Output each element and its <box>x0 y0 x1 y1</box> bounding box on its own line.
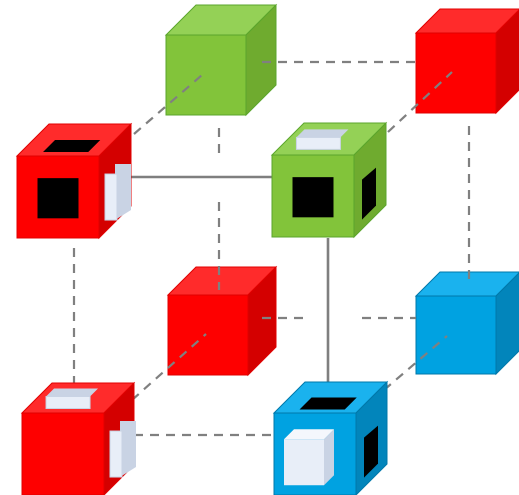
right-hole <box>362 167 376 220</box>
right-plug-shade <box>115 164 131 221</box>
front-hole <box>37 178 79 219</box>
cube-back-top-right <box>414 8 519 115</box>
cube-front-face <box>167 294 249 376</box>
cube-front-face <box>21 412 105 495</box>
right-plug <box>104 173 118 221</box>
right-plug <box>109 430 123 478</box>
cube-front-face <box>165 34 247 116</box>
cube-front-top-left <box>15 122 133 240</box>
cube-front-top-right <box>270 121 388 239</box>
cube-back-top-left <box>164 3 278 117</box>
cube-front-face <box>415 32 497 114</box>
cube-front-bottom-left <box>20 381 136 495</box>
dashed-connector-front-bottom-left-to-back-bottom-left <box>131 333 207 401</box>
front-plug <box>284 439 324 486</box>
cube-front-face <box>415 295 497 375</box>
cube-back-bottom-left <box>166 265 278 377</box>
top-plug-shade <box>296 129 349 138</box>
top-plug <box>45 396 91 409</box>
cube-front-bottom-right <box>272 380 389 495</box>
right-plug-shade <box>120 421 136 478</box>
top-hole <box>43 140 101 152</box>
right-hole <box>364 425 378 478</box>
top-plug <box>295 136 341 150</box>
top-hole <box>299 397 357 410</box>
top-plug-shade <box>46 388 99 397</box>
dashed-connector-front-bottom-right-to-back-bottom-right <box>383 335 448 391</box>
front-plug-shade <box>324 429 334 486</box>
front-plug-top <box>284 429 334 440</box>
cube-back-bottom-right <box>414 271 519 376</box>
front-hole <box>292 177 334 218</box>
